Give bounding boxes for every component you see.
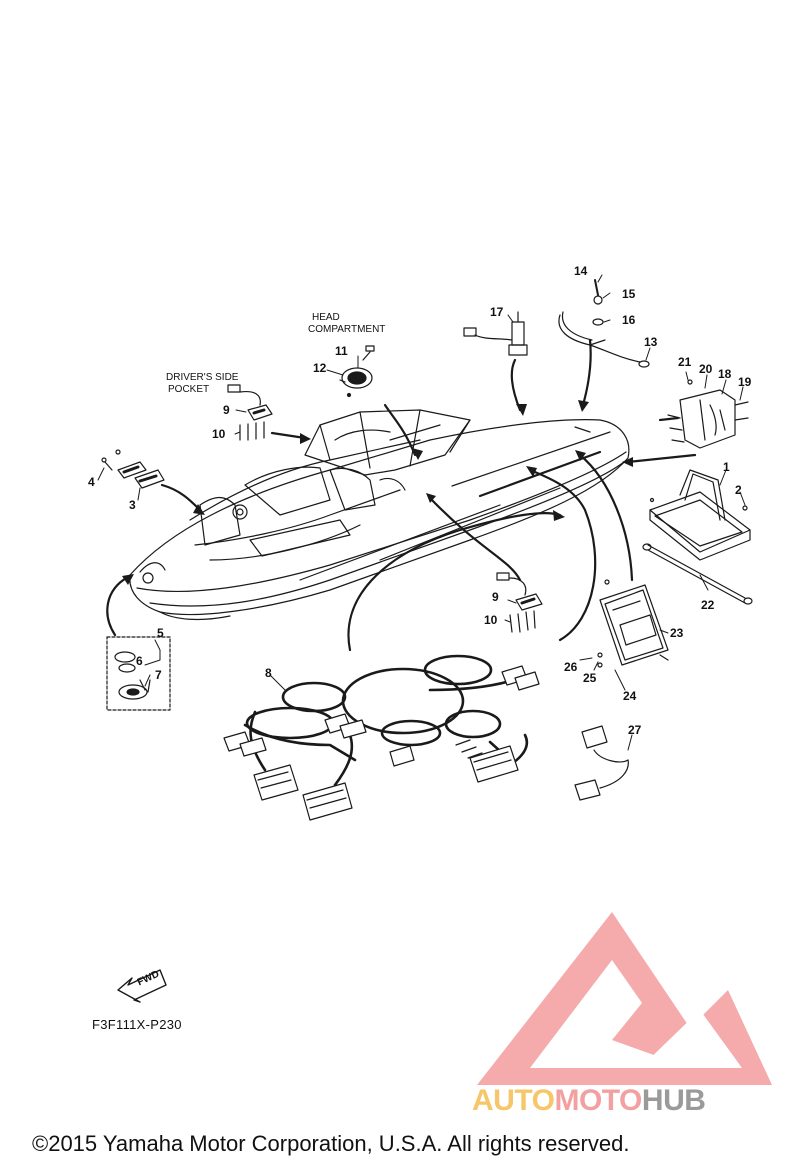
diagram-code: F3F111X-P230 — [92, 1017, 182, 1032]
part-label-25: 25 — [583, 671, 597, 685]
part-label-8: 8 — [265, 666, 272, 680]
watermark-text: AUTOMOTOHUB — [472, 1084, 706, 1118]
adapter-harness-part — [574, 725, 629, 801]
part-label-1: 1 — [723, 460, 730, 474]
copyright-notice: ©2015 Yamaha Motor Corporation, U.S.A. A… — [32, 1131, 630, 1156]
routing-arrows — [106, 338, 697, 652]
arrow-heads — [122, 400, 633, 585]
watermark-moto: MOTO — [554, 1084, 642, 1117]
part-label-17: 17 — [490, 305, 504, 319]
part-label-23: 23 — [670, 626, 684, 640]
part-label-4: 4 — [88, 475, 95, 489]
part-label-9-upper: 9 — [223, 403, 230, 417]
battery-box-part — [649, 469, 751, 561]
head-compartment-note-line2: COMPARTMENT — [308, 324, 386, 335]
battery-strap-part — [642, 543, 753, 605]
drivers-pocket-note-line1: DRIVER'S SIDE — [166, 372, 239, 383]
part-label-9-lower: 9 — [492, 590, 499, 604]
part-label-14: 14 — [574, 264, 588, 278]
part-label-10-upper: 10 — [212, 427, 226, 441]
switch-bezel-part — [101, 449, 165, 489]
boat-deck — [189, 439, 421, 561]
part-label-20: 20 — [699, 362, 713, 376]
leader-lines — [97, 274, 746, 751]
part-label-19: 19 — [738, 375, 752, 389]
part-label-3: 3 — [129, 498, 136, 512]
gauge-part — [339, 345, 375, 398]
part-label-24: 24 — [623, 689, 637, 703]
part-label-12: 12 — [313, 361, 327, 375]
watermark-logo-icon — [477, 912, 772, 1085]
drivers-pocket-note-line2: POCKET — [168, 384, 210, 395]
watermark-auto: AUTO — [472, 1084, 555, 1117]
part-label-18: 18 — [718, 367, 732, 381]
forward-direction-icon — [117, 969, 167, 1003]
ground-cable-part — [558, 279, 650, 368]
part-label-26: 26 — [564, 660, 578, 674]
part-label-2: 2 — [735, 483, 742, 497]
sensor-part — [463, 311, 528, 356]
cup-holder-detail-box — [106, 636, 171, 711]
part-label-16: 16 — [622, 313, 636, 327]
part-label-6: 6 — [136, 654, 143, 668]
part-label-10-lower: 10 — [484, 613, 498, 627]
head-compartment-note-line1: HEAD — [312, 312, 340, 323]
control-module-part — [597, 579, 669, 668]
part-label-11: 11 — [335, 344, 348, 358]
watermark-hub: HUB — [641, 1084, 706, 1117]
pocket-light-part — [227, 384, 273, 441]
part-label-15: 15 — [622, 287, 636, 301]
part-label-27: 27 — [628, 723, 642, 737]
part-label-5: 5 — [157, 626, 164, 640]
part-label-13: 13 — [644, 335, 658, 349]
part-label-21: 21 — [678, 355, 692, 369]
lower-light-part — [496, 572, 543, 633]
relay-bracket-part — [667, 379, 749, 449]
part-label-22: 22 — [701, 598, 715, 612]
part-label-7: 7 — [155, 668, 162, 682]
harness-connectors — [223, 665, 540, 821]
windshield — [304, 409, 471, 476]
